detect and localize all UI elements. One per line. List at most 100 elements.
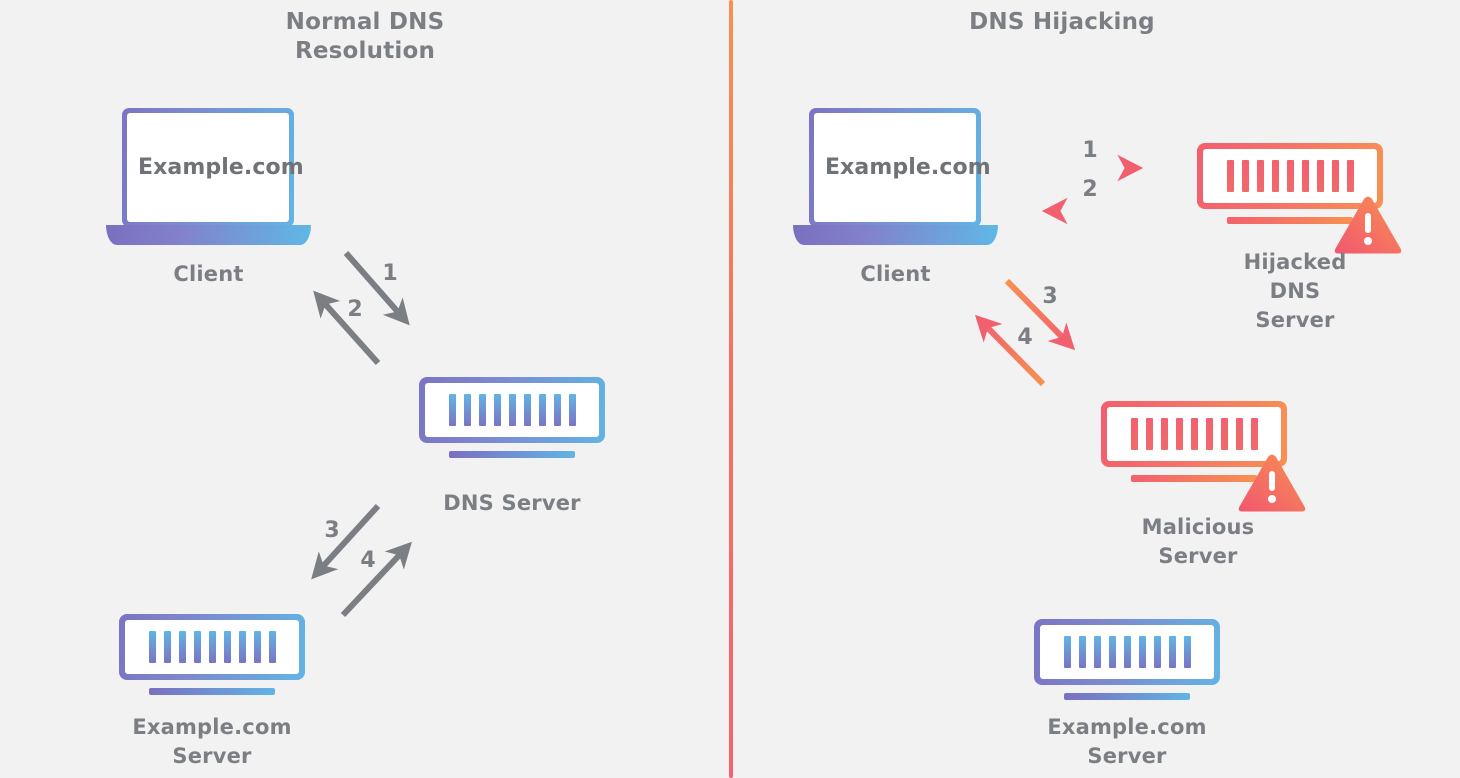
server-bar [1138, 636, 1146, 668]
server-bar [1130, 418, 1138, 450]
server-box-inner [1203, 149, 1377, 203]
arrow-right-4-label: 4 [1017, 325, 1033, 350]
laptop-base [793, 225, 998, 245]
node-example-server-label-line1: Example.com [132, 715, 292, 739]
server-bar [268, 631, 276, 663]
server-bar [1331, 160, 1339, 192]
server-bar [478, 394, 486, 426]
arrow-left-2-label: 2 [347, 297, 363, 322]
server-bar [1316, 160, 1324, 192]
arrow-right-3-label: 3 [1042, 284, 1058, 309]
node-client-2[interactable]: Example.com [793, 108, 998, 248]
laptop-screen: Example.com [122, 108, 304, 227]
laptop-url-text: Example.com [825, 155, 991, 180]
server-stand [449, 451, 575, 458]
server-bar [163, 631, 171, 663]
panel-divider [729, 0, 733, 778]
node-hijacked-label-line3: Server [1255, 308, 1335, 332]
node-example-server-2-label-line2: Server [1087, 744, 1167, 768]
server-bar [493, 394, 501, 426]
node-example-server-2-label: Example.com Server [1004, 713, 1250, 771]
server-bar [1063, 636, 1071, 668]
server-bar [1271, 160, 1279, 192]
server-box [1101, 401, 1287, 467]
server-bar [538, 394, 546, 426]
node-hijacked-label-line2: DNS [1269, 279, 1321, 303]
panel-title-normal: Normal DNS Resolution [240, 8, 490, 66]
server-bar [193, 631, 201, 663]
node-example-server-label: Example.com Server [89, 713, 335, 771]
node-malicious-label-line2: Server [1158, 544, 1238, 568]
node-malicious-label-line1: Malicious [1141, 515, 1255, 539]
node-dns-server[interactable] [419, 377, 605, 467]
server-box [1197, 143, 1383, 209]
server-bar [1256, 160, 1264, 192]
server-stand [1131, 475, 1257, 482]
node-client-2-label: Client [860, 262, 931, 286]
server-box-inner [125, 620, 299, 674]
panel-title-normal-line2: Resolution [294, 38, 436, 64]
laptop-screen-content: Example.com [127, 113, 304, 222]
server-bar [1123, 636, 1131, 668]
laptop-url-text: Example.com [138, 155, 304, 180]
server-stand [1064, 693, 1190, 700]
node-example-server-2-label-line1: Example.com [1047, 715, 1207, 739]
server-bar [1235, 418, 1243, 450]
server-bar [1301, 160, 1309, 192]
server-bar [1346, 160, 1354, 192]
server-bar [1145, 418, 1153, 450]
node-malicious-server[interactable] [1101, 401, 1306, 512]
server-bar [1078, 636, 1086, 668]
arrow-left-3-label: 3 [324, 518, 340, 543]
server-bar [508, 394, 516, 426]
server-bar [223, 631, 231, 663]
laptop-screen: Example.com [809, 108, 991, 227]
server-bar [208, 631, 216, 663]
panel-title-normal-line1: Normal DNS [285, 9, 445, 35]
server-stand [1227, 217, 1353, 224]
server-box [119, 614, 305, 680]
server-bar [553, 394, 561, 426]
server-bar [253, 631, 261, 663]
server-bar [1226, 160, 1234, 192]
server-box-inner [1107, 407, 1281, 461]
panel-title-hijacking: DNS Hijacking [969, 9, 1155, 35]
node-example-server[interactable] [119, 614, 305, 704]
server-bar [1160, 418, 1168, 450]
server-bar [1168, 636, 1176, 668]
node-hijacked-label-line1: Hijacked [1243, 250, 1347, 274]
server-bar [448, 394, 456, 426]
server-bar [1175, 418, 1183, 450]
server-bar [1286, 160, 1294, 192]
server-bar [523, 394, 531, 426]
server-bar [1108, 636, 1116, 668]
laptop-base [106, 225, 311, 245]
node-dns-server-label: DNS Server [443, 491, 581, 515]
node-example-server-2[interactable] [1034, 619, 1220, 709]
server-bar [1093, 636, 1101, 668]
server-box [419, 377, 605, 443]
server-bar [1205, 418, 1213, 450]
server-bar [568, 394, 576, 426]
server-bar [1241, 160, 1249, 192]
server-bar [1220, 418, 1228, 450]
server-box-inner [1040, 625, 1214, 679]
node-client[interactable]: Example.com [106, 108, 311, 248]
laptop-screen-content: Example.com [814, 113, 991, 222]
node-example-server-label-line2: Server [172, 744, 252, 768]
server-stand [149, 688, 275, 695]
node-client-label: Client [173, 262, 244, 286]
server-bar [1190, 418, 1198, 450]
arrow-right-2-label: 2 [1082, 177, 1098, 202]
server-bar [1183, 636, 1191, 668]
server-bar [178, 631, 186, 663]
server-bar [463, 394, 471, 426]
warning-triangle-icon [1332, 193, 1404, 257]
server-bar [1250, 418, 1258, 450]
server-bar [148, 631, 156, 663]
node-malicious-server-label: Malicious Server [1075, 513, 1321, 571]
node-hijacked-dns-server[interactable] [1197, 143, 1402, 254]
arrow-right-1-label: 1 [1082, 138, 1098, 163]
server-bar [238, 631, 246, 663]
